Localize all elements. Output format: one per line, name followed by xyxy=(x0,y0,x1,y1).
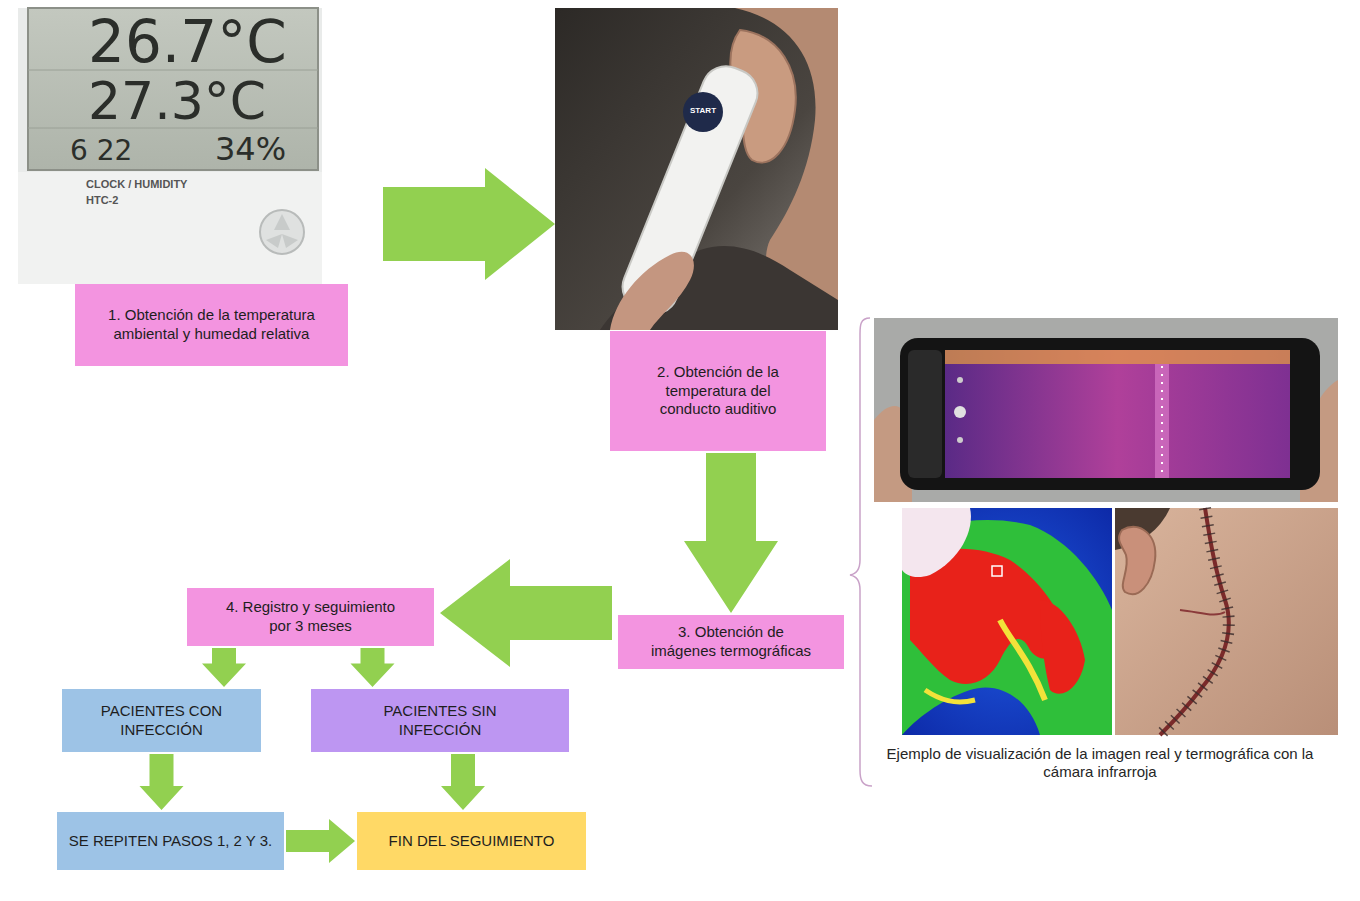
process-box: 3. Obtención de imágenes termográficas xyxy=(618,615,844,669)
flow-arrow xyxy=(383,168,555,280)
process-box: 2. Obtención de la temperatura del condu… xyxy=(610,331,826,451)
button-label: START xyxy=(683,106,723,116)
flow-arrow xyxy=(684,453,778,613)
thermal-camera-photo xyxy=(874,318,1338,502)
wound-photo xyxy=(1115,508,1338,735)
node-label: 4. Registro y seguimiento por 3 meses xyxy=(217,598,404,636)
bracket xyxy=(850,318,872,786)
end-box: FIN DEL SEGUIMIENTO xyxy=(357,812,586,870)
caption-text: Ejemplo de visualización de la imagen re… xyxy=(860,745,1340,781)
flow-arrow xyxy=(202,648,246,687)
node-label: 1. Obtención de la temperatura ambiental… xyxy=(95,306,328,344)
node-label: PACIENTES CON INFECCIÓN xyxy=(74,702,249,740)
ear-photo xyxy=(555,8,838,330)
display-reading: 27.3°C xyxy=(88,70,266,132)
thermographic-image xyxy=(902,508,1112,735)
process-box: 1. Obtención de la temperatura ambiental… xyxy=(75,284,348,366)
flow-arrow xyxy=(351,648,395,687)
node-label: 2. Obtención de la temperatura del condu… xyxy=(638,363,798,419)
hygrometer-photo xyxy=(18,8,322,284)
node-label: SE REPITEN PASOS 1, 2 Y 3. xyxy=(69,832,272,851)
display-reading: 26.7°C xyxy=(88,8,287,78)
device-label: CLOCK / HUMIDITY xyxy=(86,178,187,191)
flow-arrow xyxy=(286,819,355,863)
device-label: HTC-2 xyxy=(86,194,118,207)
flow-arrow xyxy=(140,754,184,810)
group-box: PACIENTES CON INFECCIÓN xyxy=(62,689,261,752)
flow-arrow xyxy=(441,754,485,810)
group-box: PACIENTES SIN INFECCIÓN xyxy=(311,689,569,752)
node-label: FIN DEL SEGUIMIENTO xyxy=(389,832,555,851)
process-box: 4. Registro y seguimiento por 3 meses xyxy=(187,588,434,646)
node-label: 3. Obtención de imágenes termográficas xyxy=(646,623,816,661)
process-box: SE REPITEN PASOS 1, 2 Y 3. xyxy=(57,812,284,870)
flow-arrow xyxy=(440,559,612,667)
display-reading: 34% xyxy=(215,130,286,168)
display-reading: 6 22 xyxy=(70,134,132,168)
node-label: PACIENTES SIN INFECCIÓN xyxy=(351,702,529,740)
